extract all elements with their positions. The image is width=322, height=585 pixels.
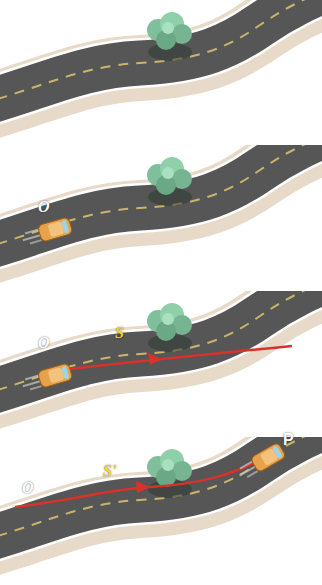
- path-arrow: [15, 461, 258, 507]
- arrow-head: [148, 353, 162, 365]
- panel: [0, 127, 322, 254]
- origin-label: O: [38, 199, 50, 215]
- car: [20, 217, 73, 247]
- origin-label: O: [38, 335, 50, 351]
- point-label: P: [283, 432, 294, 448]
- car: [235, 442, 287, 482]
- origin-label: O: [22, 480, 34, 496]
- displacement-arrow: [70, 346, 292, 369]
- panel: [0, 273, 322, 400]
- panel: [0, 419, 322, 546]
- arrow-head: [136, 481, 150, 493]
- car: [20, 363, 73, 393]
- panel: [0, 0, 322, 109]
- displacement-label: S: [115, 325, 124, 341]
- path-label: S': [103, 463, 116, 479]
